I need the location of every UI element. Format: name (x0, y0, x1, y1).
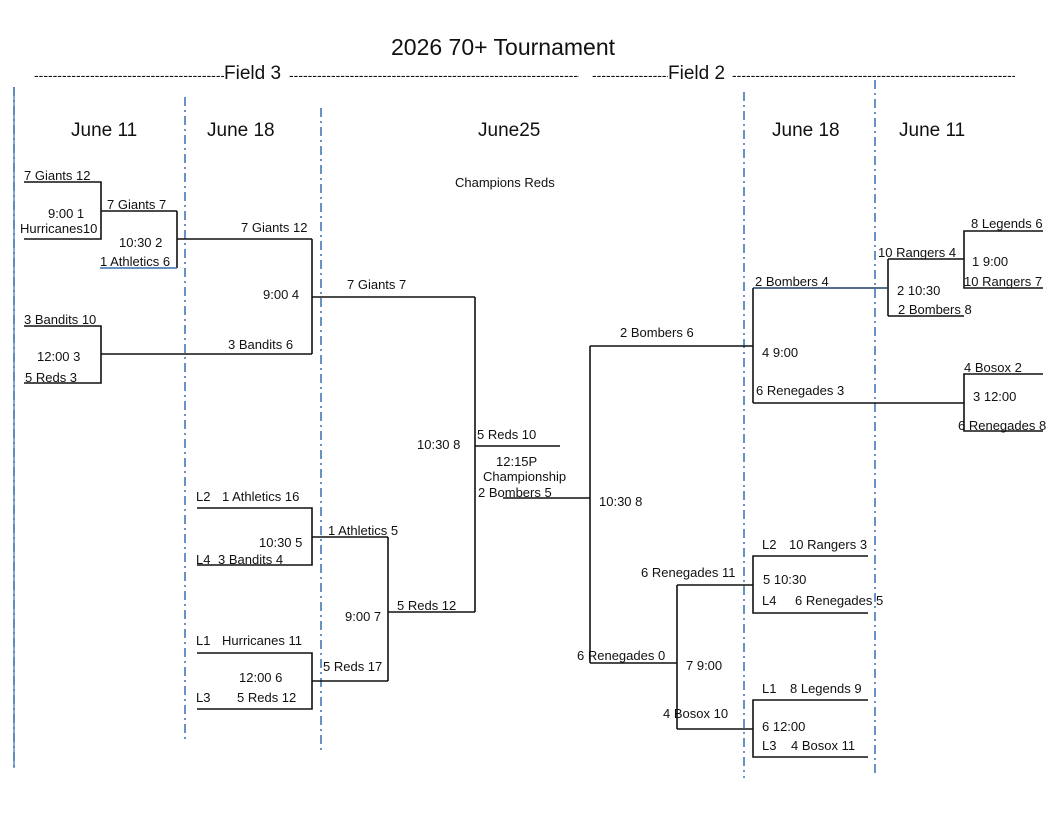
team-label: 6 Renegades 11 (641, 565, 736, 580)
day-header: June25 (478, 120, 541, 141)
team-label: 10 Rangers 7 (964, 274, 1043, 289)
game-time: 9:00 4 (263, 287, 300, 302)
field-right-label: Field 2 (668, 63, 726, 84)
team-label: 6 Renegades 3 (756, 383, 845, 398)
field-right-rule-right: ----------------------------------------… (732, 67, 1015, 83)
game-time: 5 10:30 (763, 572, 807, 587)
team-label: 7 Giants 7 (107, 197, 167, 212)
team-label: 2 Bombers 6 (620, 325, 694, 340)
team-label: 10 Rangers 4 (878, 245, 957, 260)
team-label: 1 Athletics 6 (100, 254, 171, 269)
loser-tag: L3 (762, 738, 777, 753)
team-label: 8 Legends 6 (971, 216, 1043, 231)
day-header: June 18 (207, 120, 275, 141)
team-label: 4 Bosox 11 (791, 738, 856, 753)
team-label: 5 Reds 17 (323, 659, 383, 674)
game-time: 12:00 6 (239, 670, 283, 685)
championship-label: Championship (483, 469, 567, 484)
team-label: 3 Bandits 4 (218, 552, 284, 567)
game-time: 6 12:00 (762, 719, 806, 734)
championship-team: 5 Reds 10 (477, 427, 537, 442)
game-time: 9:00 1 (48, 206, 85, 221)
game-time: 1 9:00 (972, 254, 1009, 269)
team-label: Hurricanes10 (20, 221, 98, 236)
team-label: 4 Bosox 10 (663, 706, 729, 721)
team-label: 5 Reds 3 (25, 370, 78, 385)
team-label: 8 Legends 9 (790, 681, 862, 696)
game-time: 3 12:00 (973, 389, 1017, 404)
team-label: 7 Giants 12 (24, 168, 91, 183)
game-time: 4 9:00 (762, 345, 799, 360)
loser-tag: L4 (762, 593, 777, 608)
team-label: 4 Bosox 2 (964, 360, 1022, 375)
team-label: 1 Athletics 16 (222, 489, 300, 504)
team-label: 2 Bombers 8 (898, 302, 972, 317)
team-label: 5 Reds 12 (237, 690, 297, 705)
game-time: 2 10:30 (897, 283, 941, 298)
game-time: 10:30 2 (119, 235, 163, 250)
team-label: 2 Bombers 4 (755, 274, 829, 289)
loser-tag: L3 (196, 690, 211, 705)
day-header: June 18 (772, 120, 840, 141)
loser-tag: L2 (196, 489, 211, 504)
game-time: 9:00 7 (345, 609, 382, 624)
game-time: 10:30 8 (599, 494, 643, 509)
game-time: 12:00 3 (37, 349, 81, 364)
champions-label: Champions Reds (455, 175, 555, 190)
field-left-label: Field 3 (224, 63, 282, 84)
game-time: 10:30 5 (259, 535, 303, 550)
team-label: 7 Giants 7 (347, 277, 407, 292)
team-label: 5 Reds 12 (397, 598, 457, 613)
game-time: 10:30 8 (417, 437, 461, 452)
day-header: June 11 (71, 120, 138, 141)
loser-tag: L1 (762, 681, 777, 696)
team-label: 1 Athletics 5 (328, 523, 399, 538)
championship-team: 2 Bombers 5 (478, 485, 552, 500)
team-label: 6 Renegades 0 (577, 648, 666, 663)
field-left-rule-right: ----------------------------------------… (289, 67, 579, 83)
championship-time: 12:15P (496, 454, 538, 469)
field-right-rule: ----------------------------------- (592, 67, 668, 83)
team-label: 6 Renegades 8 (958, 418, 1047, 433)
game-time: 7 9:00 (686, 658, 723, 673)
team-label: 6 Renegades 5 (795, 593, 884, 608)
loser-tag: L2 (762, 537, 777, 552)
loser-tag: L1 (196, 633, 211, 648)
team-label: 3 Bandits 10 (24, 312, 97, 327)
team-label: 10 Rangers 3 (789, 537, 868, 552)
team-label: 7 Giants 12 (241, 220, 308, 235)
loser-tag: L4 (196, 552, 211, 567)
field-left-rule: ----------------------------------------… (34, 67, 224, 83)
team-label: Hurricanes 11 (222, 633, 302, 648)
team-label: 3 Bandits 6 (228, 337, 294, 352)
day-header: June 11 (899, 120, 966, 141)
page-title: 2026 70+ Tournament (391, 34, 616, 60)
